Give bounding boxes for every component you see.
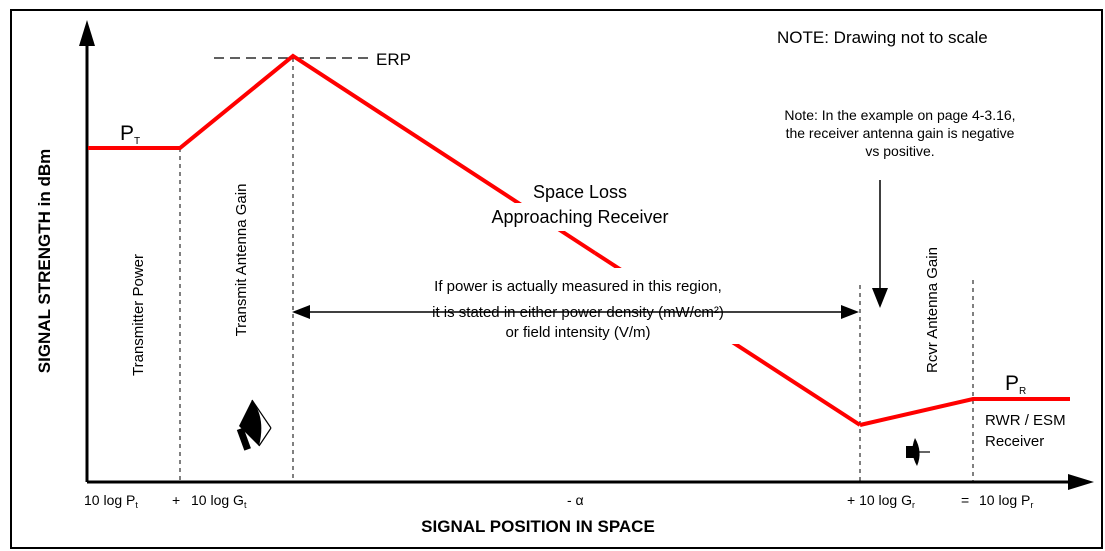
measurement-note-line-2: it is stated in either power density (mW… — [432, 304, 724, 321]
example-note-line-2: the receiver antenna gain is negative — [786, 125, 1015, 141]
measurement-arrow-right — [841, 305, 859, 319]
equation-term-pr: 10 log Pr — [979, 492, 1033, 510]
signal-line-receive — [859, 397, 1070, 427]
y-axis-arrowhead — [79, 20, 95, 46]
transmitter-power-label: Transmitter Power — [130, 254, 147, 376]
note-arrow-head — [872, 288, 888, 308]
equation-term-gt: 10 log Gt — [191, 492, 247, 510]
measurement-note-bg — [372, 268, 792, 344]
transmit-antenna-icon — [236, 399, 272, 451]
equation-row: 10 log Pt + 10 log Gt - α + 10 log Gr = … — [84, 492, 1033, 510]
receiver-antenna-icon — [906, 438, 930, 466]
space-loss-bg — [512, 203, 722, 231]
erp-label: ERP — [376, 50, 411, 69]
measurement-arrow-left — [292, 305, 310, 319]
measurement-note-line-3: or field intensity (V/m) — [505, 324, 650, 341]
receiver-label-line-2: Receiver — [985, 433, 1044, 450]
example-note-line-3: vs positive. — [865, 143, 934, 159]
receiver-label-line-1: RWR / ESM — [985, 412, 1066, 429]
equation-equals: = — [961, 492, 969, 508]
rcvr-antenna-gain-label: Rcvr Antenna Gain — [924, 247, 941, 373]
scale-note: NOTE: Drawing not to scale — [777, 28, 988, 47]
measurement-note-line-1: If power is actually measured in this re… — [434, 278, 722, 295]
pr-label: PR — [1005, 372, 1026, 397]
space-loss-line-2: Approaching Receiver — [491, 207, 668, 227]
x-axis-arrowhead — [1068, 474, 1094, 490]
space-loss-line-1: Space Loss — [533, 182, 627, 202]
signal-line-transmit — [88, 53, 597, 255]
equation-plus-1: + — [172, 492, 180, 508]
x-axis-label: SIGNAL POSITION IN SPACE — [421, 517, 655, 536]
example-note-line-1: Note: In the example on page 4-3.16, — [784, 107, 1015, 123]
transmit-antenna-gain-label: Transmit Antenna Gain — [233, 184, 250, 337]
equation-term-pt: 10 log Pt — [84, 492, 138, 510]
pt-label: PT — [120, 122, 140, 147]
equation-space-loss: - α — [567, 492, 584, 508]
equation-term-gr: + 10 log Gr — [847, 492, 915, 510]
diagram-border — [10, 9, 1103, 549]
y-axis-label: SIGNAL STRENGTH in dBm — [35, 149, 54, 373]
